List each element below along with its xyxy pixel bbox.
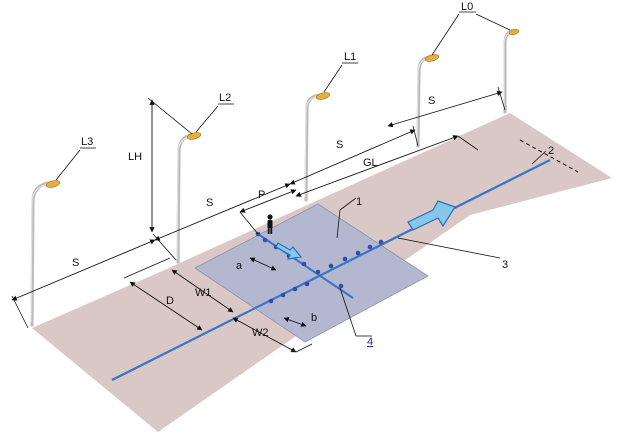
- label-b: b: [311, 312, 317, 324]
- label-W2: W2: [252, 327, 269, 339]
- label-L2: L2: [219, 92, 231, 104]
- lamp-head-L0-far: [508, 28, 520, 36]
- direction-arrow-large: [407, 200, 456, 231]
- pole-L0-near: [416, 54, 440, 148]
- label-W1: W1: [195, 287, 212, 299]
- lamp-head-L2: [186, 132, 202, 140]
- label-S-1: S: [72, 257, 79, 269]
- label-4: 4: [367, 336, 373, 348]
- pole-L2: [176, 132, 202, 264]
- label-3: 3: [502, 259, 508, 271]
- lamp-head-L3: [45, 180, 61, 188]
- label-1: 1: [356, 196, 362, 208]
- label-L0: L0: [461, 1, 473, 13]
- label-D: D: [166, 295, 174, 307]
- label-GL: GL: [363, 157, 378, 169]
- road-centre-line: [111, 159, 551, 381]
- pole-L1: [304, 92, 331, 202]
- label-P: P: [258, 189, 265, 201]
- lamp-head-L0-near: [424, 54, 440, 62]
- dimension-lines: [11, 86, 506, 353]
- label-S-3: S: [336, 139, 343, 151]
- label-2: 2: [548, 145, 554, 157]
- pole-L3: [30, 180, 61, 327]
- label-a: a: [236, 260, 243, 272]
- pole-L0-far: [503, 28, 520, 114]
- lamp-head-L1: [315, 92, 331, 100]
- label-L3: L3: [81, 136, 93, 148]
- label-LH: LH: [128, 151, 142, 163]
- label-S-4: S: [428, 95, 435, 107]
- observer-line: [257, 233, 354, 299]
- label-S-2: S: [206, 197, 213, 209]
- observer-direction-arrow: [275, 242, 303, 260]
- label-L1: L1: [344, 51, 356, 63]
- callout-leaders: [55, 11, 547, 337]
